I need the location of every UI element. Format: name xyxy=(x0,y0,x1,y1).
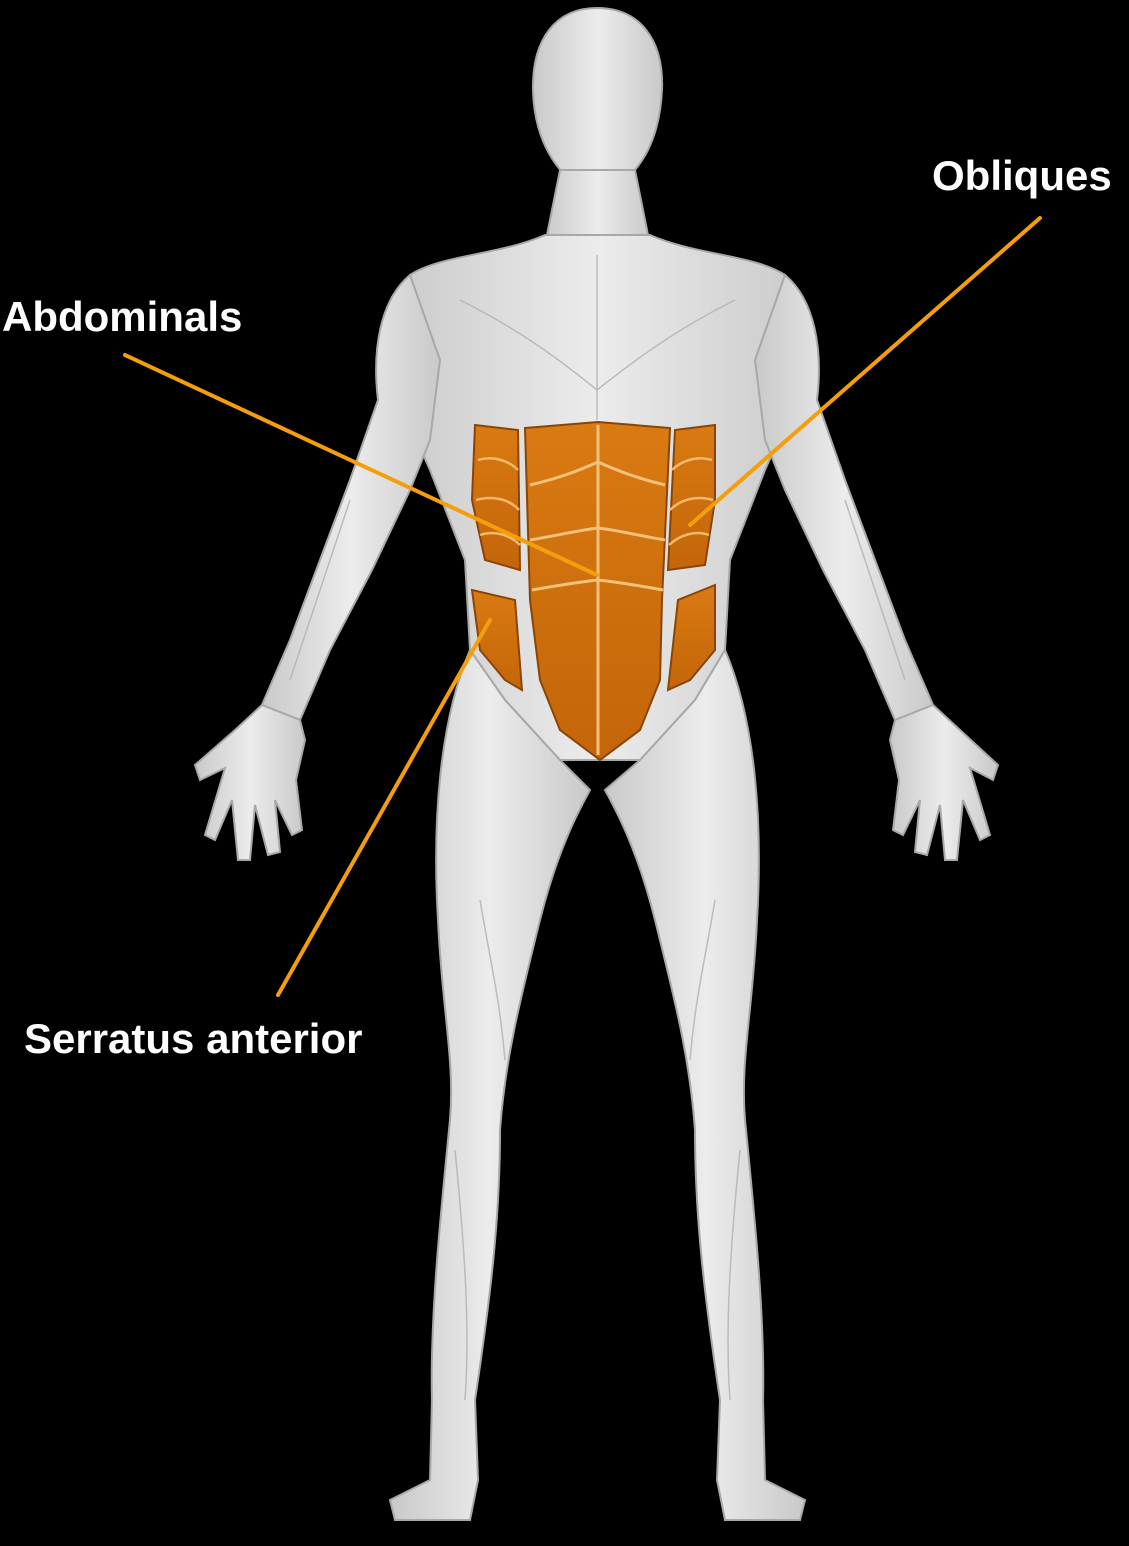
neck-shape xyxy=(543,169,652,246)
muscle-definition-lines xyxy=(289,255,906,1401)
left-leg-shape xyxy=(388,647,592,1521)
abdominals-pointer-line xyxy=(123,353,599,577)
obliques-label: Obliques xyxy=(932,152,1112,199)
right-arm-shape xyxy=(753,273,935,722)
left-arm-shape xyxy=(260,273,442,722)
right-serratus-muscle xyxy=(666,583,716,692)
oblique-segments xyxy=(475,457,714,546)
obliques-pointer-line xyxy=(688,216,1042,527)
left-hand-shape xyxy=(193,703,307,861)
right-leg-shape xyxy=(603,647,807,1521)
human-body-figure xyxy=(193,6,1000,1521)
pointer-lines xyxy=(123,216,1042,997)
serratus-anterior-label: Serratus anterior xyxy=(24,1015,363,1062)
highlighted-muscles xyxy=(470,420,716,762)
right-hand-shape xyxy=(888,703,1000,861)
abdominal-segments xyxy=(529,425,666,755)
serratus-pointer-line xyxy=(276,618,492,997)
abdominals-label: Abdominals xyxy=(2,293,243,340)
